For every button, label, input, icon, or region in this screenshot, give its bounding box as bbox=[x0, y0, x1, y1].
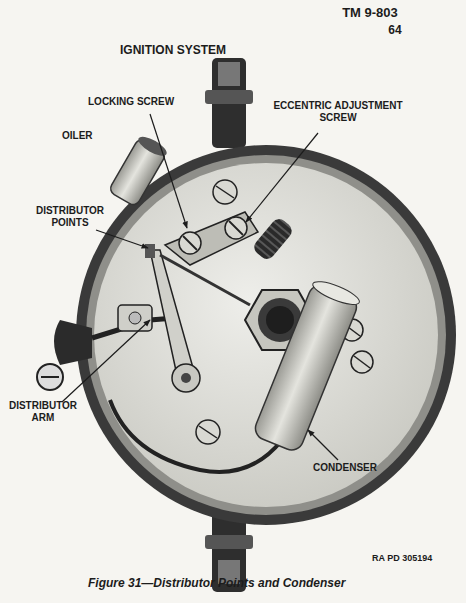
page-header: TM 9-803 bbox=[330, 6, 410, 21]
part-label: DISTRIBUTOR ARM bbox=[6, 400, 80, 423]
breaker-plate bbox=[94, 163, 438, 507]
part-label: DISTRIBUTOR POINTS bbox=[30, 205, 110, 228]
condenser bbox=[252, 277, 362, 453]
drawing-number: RA PD 305194 bbox=[372, 553, 462, 563]
figure-caption: Figure 31—Distributor Points and Condens… bbox=[88, 577, 345, 591]
part-label: ECCENTRIC ADJUSTMENT SCREW bbox=[268, 100, 408, 123]
locking-screw bbox=[179, 232, 201, 254]
spring bbox=[251, 216, 295, 262]
part-label: CONDENSER bbox=[300, 462, 390, 474]
primary-terminal bbox=[37, 305, 175, 390]
condenser-lead bbox=[110, 400, 282, 472]
page-number: 64 bbox=[380, 24, 410, 38]
eccentric-screw bbox=[225, 217, 247, 239]
part-label: LOCKING SCREW bbox=[88, 96, 188, 108]
part-label: OILER bbox=[62, 130, 112, 142]
leader-lines bbox=[62, 114, 338, 460]
top-clamp bbox=[205, 58, 253, 148]
section-title: IGNITION SYSTEM bbox=[120, 44, 226, 58]
breaker-arm bbox=[145, 244, 250, 392]
point-bracket bbox=[165, 212, 258, 265]
